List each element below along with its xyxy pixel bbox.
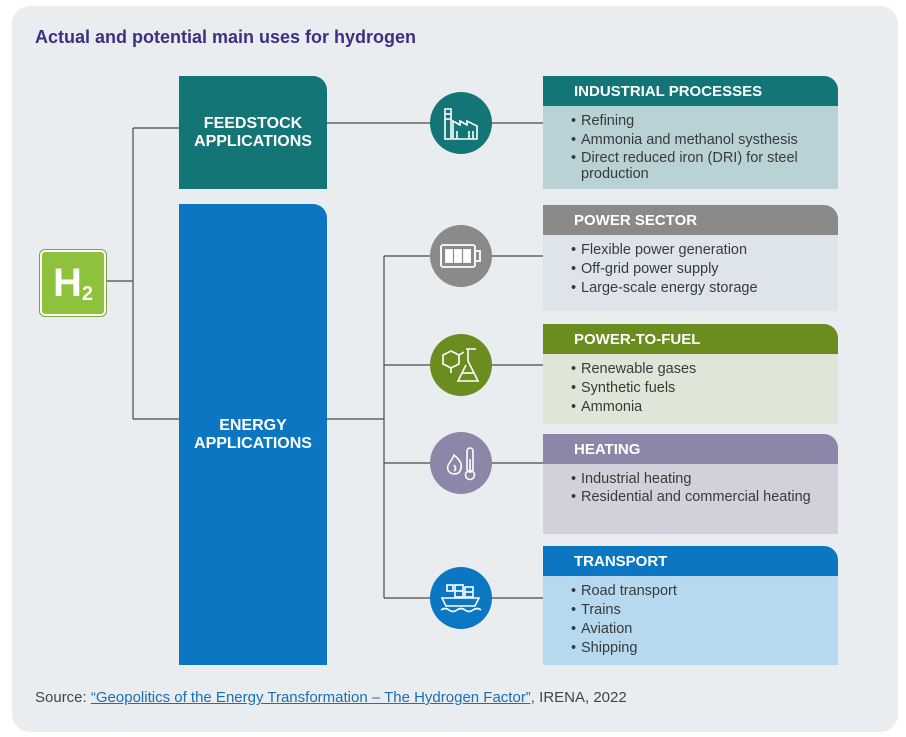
category-body-industrial: Refining Ammonia and methanol systhesis …	[543, 106, 838, 189]
list-item: Large-scale energy storage	[571, 279, 838, 298]
source-line: Source: “Geopolitics of the Energy Trans…	[35, 689, 627, 706]
source-link[interactable]: “Geopolitics of the Energy Transformatio…	[90, 689, 535, 706]
list-item: Road transport	[571, 582, 838, 601]
cargo-ship-icon	[430, 567, 492, 629]
source-prefix: Source:	[35, 689, 91, 706]
list-item: Ammonia and methanol systhesis	[571, 131, 838, 150]
category-heading-industrial: INDUSTRIAL PROCESSES	[543, 76, 838, 106]
category-body-transport: Road transport Trains Aviation Shipping	[543, 576, 838, 665]
list-item: Trains	[571, 601, 838, 620]
factory-icon	[430, 92, 492, 154]
category-body-heating: Industrial heating Residential and comme…	[543, 464, 838, 534]
list-item: Synthetic fuels	[571, 379, 838, 398]
list-item: Residential and commercial heating	[571, 489, 838, 505]
flame-thermometer-icon	[430, 432, 492, 494]
category-heading-transport: TRANSPORT	[543, 546, 838, 576]
list-item: Direct reduced iron (DRI) for steel prod…	[571, 150, 838, 182]
list-item: Flexible power generation	[571, 241, 838, 260]
figure-title: Actual and potential main uses for hydro…	[35, 27, 417, 47]
list-item: Renewable gases	[571, 360, 838, 379]
category-heading-heating: HEATING	[543, 434, 838, 464]
category-heading-power-sector: POWER SECTOR	[543, 205, 838, 235]
feedstock-applications-box: FEEDSTOCK APPLICATIONS	[179, 76, 327, 189]
chemistry-flask-icon	[430, 334, 492, 396]
list-item: Aviation	[571, 620, 838, 639]
hydrogen-logo: H 2	[40, 250, 106, 316]
category-body-power-to-fuel: Renewable gases Synthetic fuels Ammonia	[543, 354, 838, 424]
battery-icon	[430, 225, 492, 287]
hydrogen-symbol: H	[52, 261, 82, 305]
source-suffix: IRENA, 2022	[534, 689, 627, 706]
list-item: Refining	[571, 112, 838, 131]
hydrogen-subscript: 2	[81, 282, 93, 305]
list-item: Off-grid power supply	[571, 260, 838, 279]
list-item: Shipping	[571, 639, 838, 658]
category-heading-power-to-fuel: POWER-TO-FUEL	[543, 324, 838, 354]
category-body-power-sector: Flexible power generation Off-grid power…	[543, 235, 838, 311]
energy-applications-box: ENERGY APPLICATIONS	[179, 204, 327, 665]
list-item: Ammonia	[571, 398, 838, 417]
list-item: Industrial heating	[571, 470, 838, 489]
